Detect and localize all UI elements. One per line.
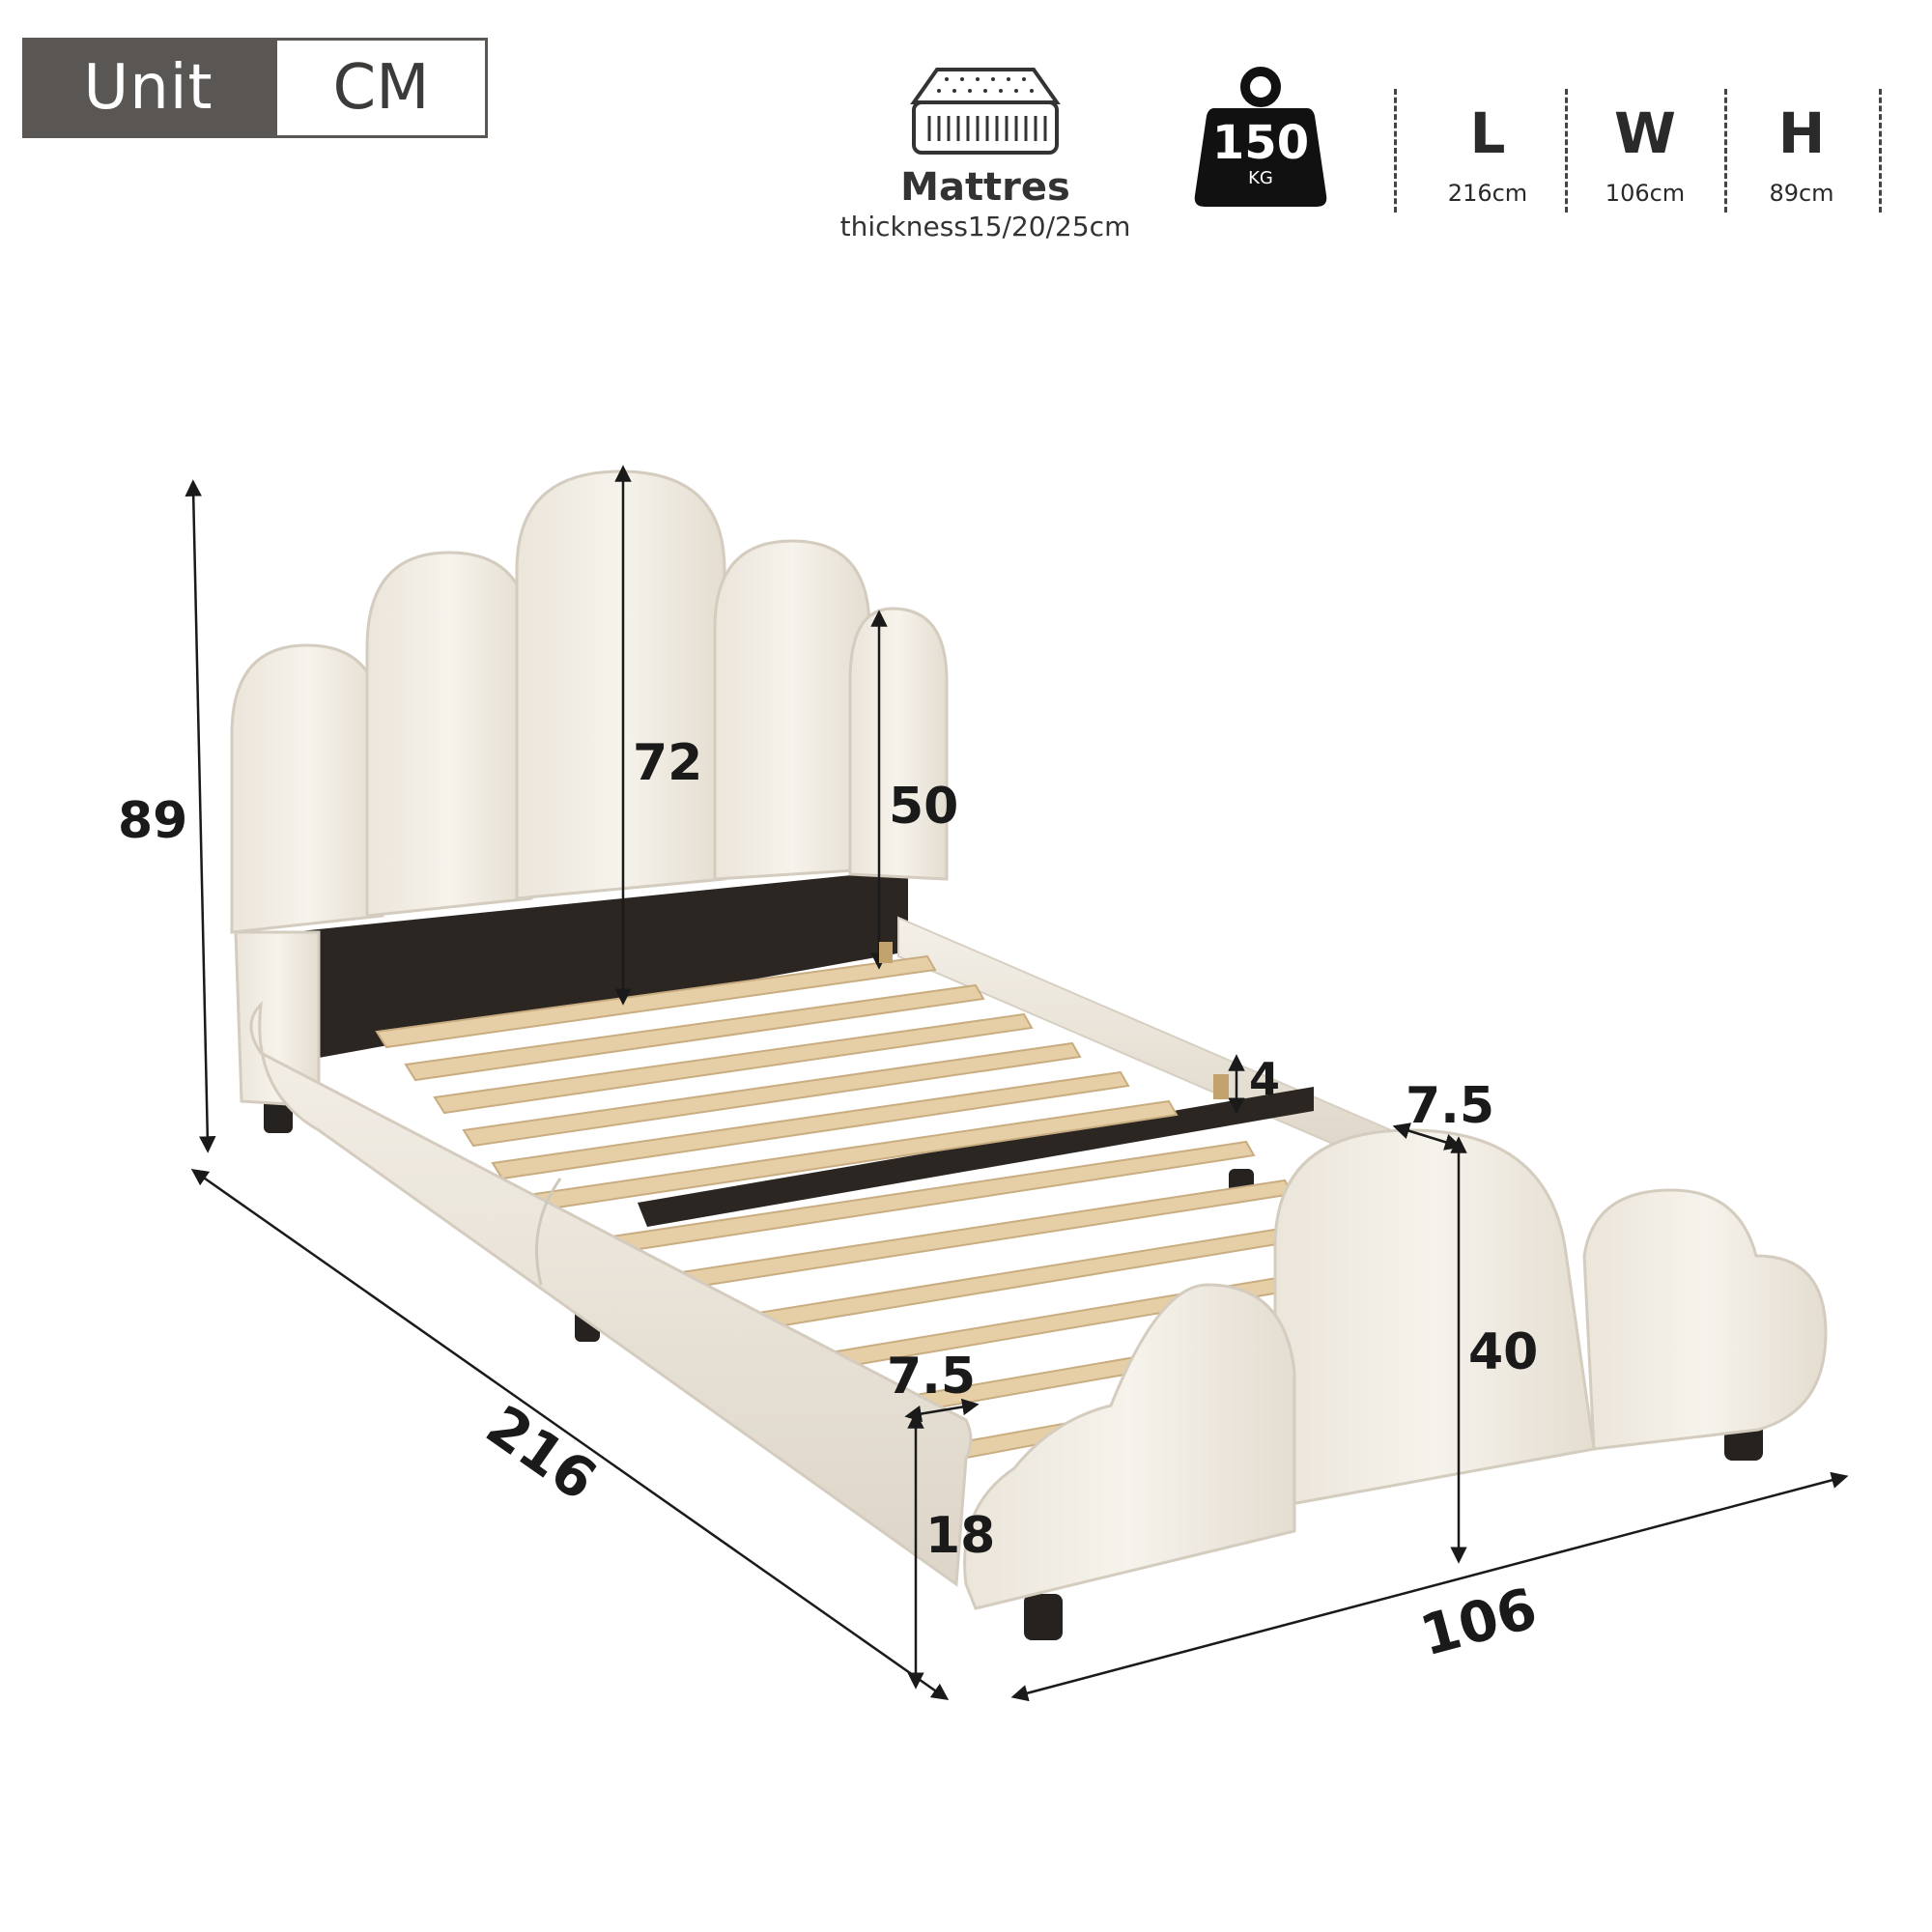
- dimension-letter: W: [1614, 100, 1676, 166]
- dimension-line-width: [1010, 1471, 1849, 1702]
- load-unit: KG: [1248, 168, 1273, 188]
- dimension-height: H 89cm: [1729, 95, 1874, 207]
- measure-footboard-height: 40: [1468, 1323, 1539, 1381]
- measure-slat-gap: 4: [1249, 1053, 1281, 1105]
- dimension-separator: [1879, 89, 1882, 213]
- slat: [404, 983, 985, 1082]
- leg: [264, 1096, 293, 1133]
- dimension-letter: L: [1469, 100, 1506, 166]
- footboard-cloud-center: [1273, 1128, 1596, 1509]
- dimension-value: 89cm: [1769, 180, 1834, 207]
- headboard-panel: [230, 643, 384, 934]
- headboard-panel: [713, 539, 871, 881]
- slat-bracket: [879, 942, 893, 963]
- load-capacity: 150 KG: [1193, 66, 1328, 209]
- headboard-panel: [848, 607, 949, 881]
- unit-label: Unit: [22, 38, 274, 138]
- measure-rail-width-right: 7.5: [1406, 1077, 1495, 1135]
- dimension-length: L 216cm: [1415, 95, 1560, 207]
- dimension-separator: [1724, 89, 1727, 213]
- dimension-line-total-height: [185, 479, 216, 1153]
- mattress-spec: Mattres thickness15/20/25cm: [831, 64, 1140, 247]
- mattress-icon: [910, 68, 1061, 155]
- side-rail-near: [249, 1000, 973, 1587]
- mattress-title: Mattres: [900, 165, 1070, 210]
- dimension-separator: [1565, 89, 1568, 213]
- slat-bracket: [1213, 1074, 1229, 1099]
- dimension-width: W 106cm: [1573, 95, 1718, 207]
- measure-rail-height: 18: [925, 1507, 996, 1565]
- unit-value: CM: [274, 38, 488, 138]
- headboard-panel: [365, 551, 533, 918]
- measure-total-height: 89: [118, 792, 188, 850]
- dimension-line-length: [190, 1168, 950, 1701]
- dimension-value: 106cm: [1605, 180, 1686, 207]
- dimension-value: 216cm: [1447, 180, 1528, 207]
- headboard-back-panel: [290, 869, 908, 1058]
- slat: [375, 954, 937, 1049]
- dimension-line-rail-width-right: [1392, 1122, 1463, 1151]
- measure-headboard-side-height: 50: [889, 778, 959, 836]
- headboard: [230, 469, 949, 1108]
- dimension-letter: H: [1777, 100, 1826, 166]
- footboard-cloud-right: [1582, 1188, 1828, 1451]
- weight-icon: [1194, 67, 1327, 207]
- measure-rail-width-left: 7.5: [887, 1348, 977, 1406]
- slat: [462, 1041, 1082, 1148]
- load-value: 150: [1211, 116, 1310, 170]
- measure-headboard-height: 72: [633, 734, 703, 792]
- dimension-separator: [1394, 89, 1397, 213]
- headboard-panel: [515, 469, 726, 900]
- slat: [433, 1012, 1034, 1115]
- dimension-lines: [185, 465, 1849, 1702]
- leg: [1024, 1594, 1063, 1640]
- mattress-thickness: thickness15/20/25cm: [839, 211, 1131, 242]
- unit-badge: Unit CM: [22, 38, 488, 138]
